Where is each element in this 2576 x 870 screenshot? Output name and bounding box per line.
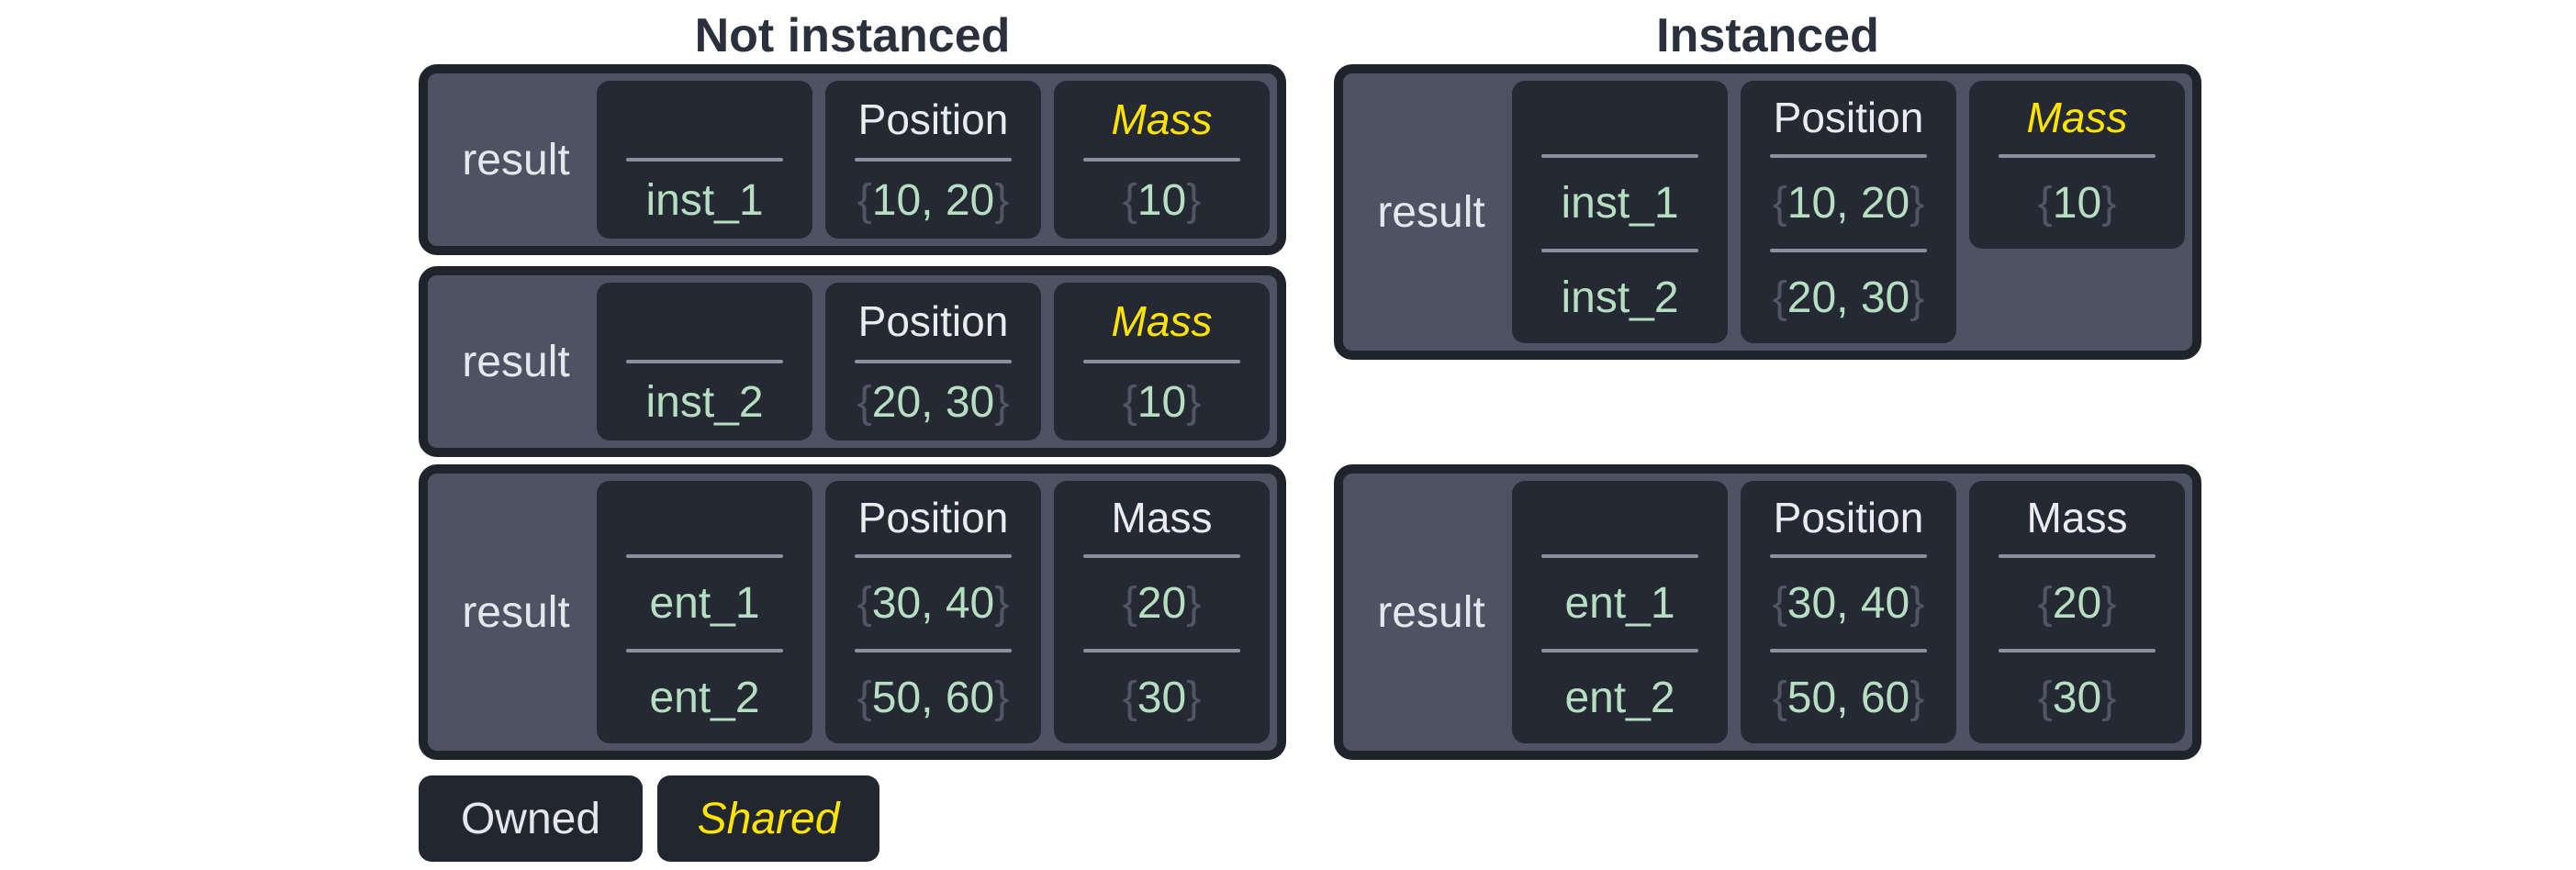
result-table-not-instanced-2: result inst_2 Position {20, 30} Mass {10…: [419, 266, 1286, 457]
mass-value: {30}: [2037, 674, 2117, 722]
divider: [1770, 554, 1927, 558]
divider: [626, 158, 783, 162]
column-position: Position {10, 20} {20, 30}: [1741, 81, 1956, 343]
entity-name: inst_2: [645, 377, 764, 427]
column-header-empty: [597, 481, 812, 554]
column-position: Position {20, 30}: [825, 283, 1041, 441]
column-header-empty: [1512, 481, 1728, 554]
column-header-empty: [597, 283, 812, 360]
entity-name: ent_2: [1564, 674, 1675, 722]
result-label: result: [462, 135, 570, 184]
table-cells: ent_1 ent_2 Position {30, 40} {50, 60} M…: [1512, 481, 2185, 743]
divider: [855, 360, 1012, 363]
divider: [1083, 158, 1240, 162]
result-table-not-instanced-3: result ent_1 ent_2 Position {30, 40} {50…: [419, 464, 1286, 760]
mass-value: {20}: [2037, 579, 2117, 628]
legend-owned: Owned: [419, 775, 643, 862]
column-header-empty: [1512, 81, 1728, 154]
title-not-instanced: Not instanced: [694, 9, 1011, 62]
mass-value: {10}: [1122, 377, 1202, 427]
mass-value: {10}: [2037, 179, 2117, 228]
divider: [855, 158, 1012, 162]
column-header-position: Position: [1773, 494, 1924, 541]
column-header-mass-shared: Mass: [2026, 94, 2128, 141]
column-position: Position {30, 40} {50, 60}: [1741, 481, 1956, 743]
divider: [855, 554, 1012, 558]
column-header-position: Position: [1773, 94, 1924, 141]
divider: [626, 554, 783, 558]
column-header-mass: Mass: [2026, 494, 2128, 541]
column-position: Position {10, 20}: [825, 81, 1041, 239]
column-entity: ent_1 ent_2: [1512, 481, 1728, 743]
position-value: {50, 60}: [1772, 674, 1925, 722]
divider: [855, 649, 1012, 652]
divider: [1770, 249, 1927, 252]
entity-name: ent_1: [1564, 579, 1675, 628]
column-mass: Mass {10}: [1054, 81, 1270, 239]
title-instanced: Instanced: [1656, 9, 1879, 62]
position-value: {20, 30}: [857, 377, 1010, 427]
position-value: {30, 40}: [1772, 579, 1925, 628]
column-mass: Mass {20} {30}: [1969, 481, 2185, 743]
result-label: result: [462, 587, 570, 637]
position-value: {20, 30}: [1772, 273, 1925, 322]
table-cells: inst_1 inst_2 Position {10, 20} {20, 30}…: [1512, 81, 2185, 343]
column-header-position: Position: [857, 494, 1009, 541]
position-value: {10, 20}: [857, 175, 1010, 225]
column-header-mass-shared: Mass: [1111, 95, 1213, 143]
mass-value: {30}: [1122, 674, 1202, 722]
result-table-instanced-2: result ent_1 ent_2 Position {30, 40} {50…: [1334, 464, 2201, 760]
divider: [1541, 649, 1698, 652]
column-entity: inst_1: [597, 81, 812, 239]
mass-value: {20}: [1122, 579, 1202, 628]
divider: [1999, 154, 2156, 158]
position-value: {50, 60}: [857, 674, 1010, 722]
column-header-mass: Mass: [1111, 494, 1213, 541]
column-header-position: Position: [857, 297, 1009, 345]
entity-name: inst_1: [645, 175, 764, 225]
column-header-mass-shared: Mass: [1111, 297, 1213, 345]
column-entity: inst_1 inst_2: [1512, 81, 1728, 343]
entity-name: ent_2: [649, 674, 760, 722]
table-cells: inst_2 Position {20, 30} Mass {10}: [597, 283, 1270, 441]
legend-shared: Shared: [657, 775, 879, 862]
table-cells: inst_1 Position {10, 20} Mass {10}: [597, 81, 1270, 239]
column-entity: ent_1 ent_2: [597, 481, 812, 743]
divider: [1541, 249, 1698, 252]
mass-value: {10}: [1122, 175, 1202, 225]
divider: [1083, 360, 1240, 363]
column-header-empty: [597, 81, 812, 158]
divider: [1999, 554, 2156, 558]
divider: [626, 649, 783, 652]
divider: [1541, 554, 1698, 558]
entity-name: inst_2: [1561, 273, 1679, 322]
column-mass: Mass {20} {30}: [1054, 481, 1270, 743]
divider: [626, 360, 783, 363]
divider: [1999, 649, 2156, 652]
column-position: Position {30, 40} {50, 60}: [825, 481, 1041, 743]
column-mass: Mass {10}: [1054, 283, 1270, 441]
column-mass-shared-single: Mass {10}: [1969, 81, 2185, 249]
divider: [1770, 649, 1927, 652]
result-label: result: [462, 337, 570, 386]
result-label: result: [1377, 587, 1485, 637]
divider: [1541, 154, 1698, 158]
position-value: {30, 40}: [857, 579, 1010, 628]
column-entity: inst_2: [597, 283, 812, 441]
divider: [1770, 154, 1927, 158]
result-table-not-instanced-1: result inst_1 Position {10, 20} Mass {10…: [419, 64, 1286, 255]
result-table-instanced-1: result inst_1 inst_2 Position {10, 20} {…: [1334, 64, 2201, 360]
position-value: {10, 20}: [1772, 179, 1925, 228]
divider: [1083, 649, 1240, 652]
entity-name: ent_1: [649, 579, 760, 628]
table-cells: ent_1 ent_2 Position {30, 40} {50, 60} M…: [597, 481, 1270, 743]
result-label: result: [1377, 187, 1485, 237]
divider: [1083, 554, 1240, 558]
entity-name: inst_1: [1561, 179, 1679, 228]
column-header-position: Position: [857, 95, 1009, 143]
